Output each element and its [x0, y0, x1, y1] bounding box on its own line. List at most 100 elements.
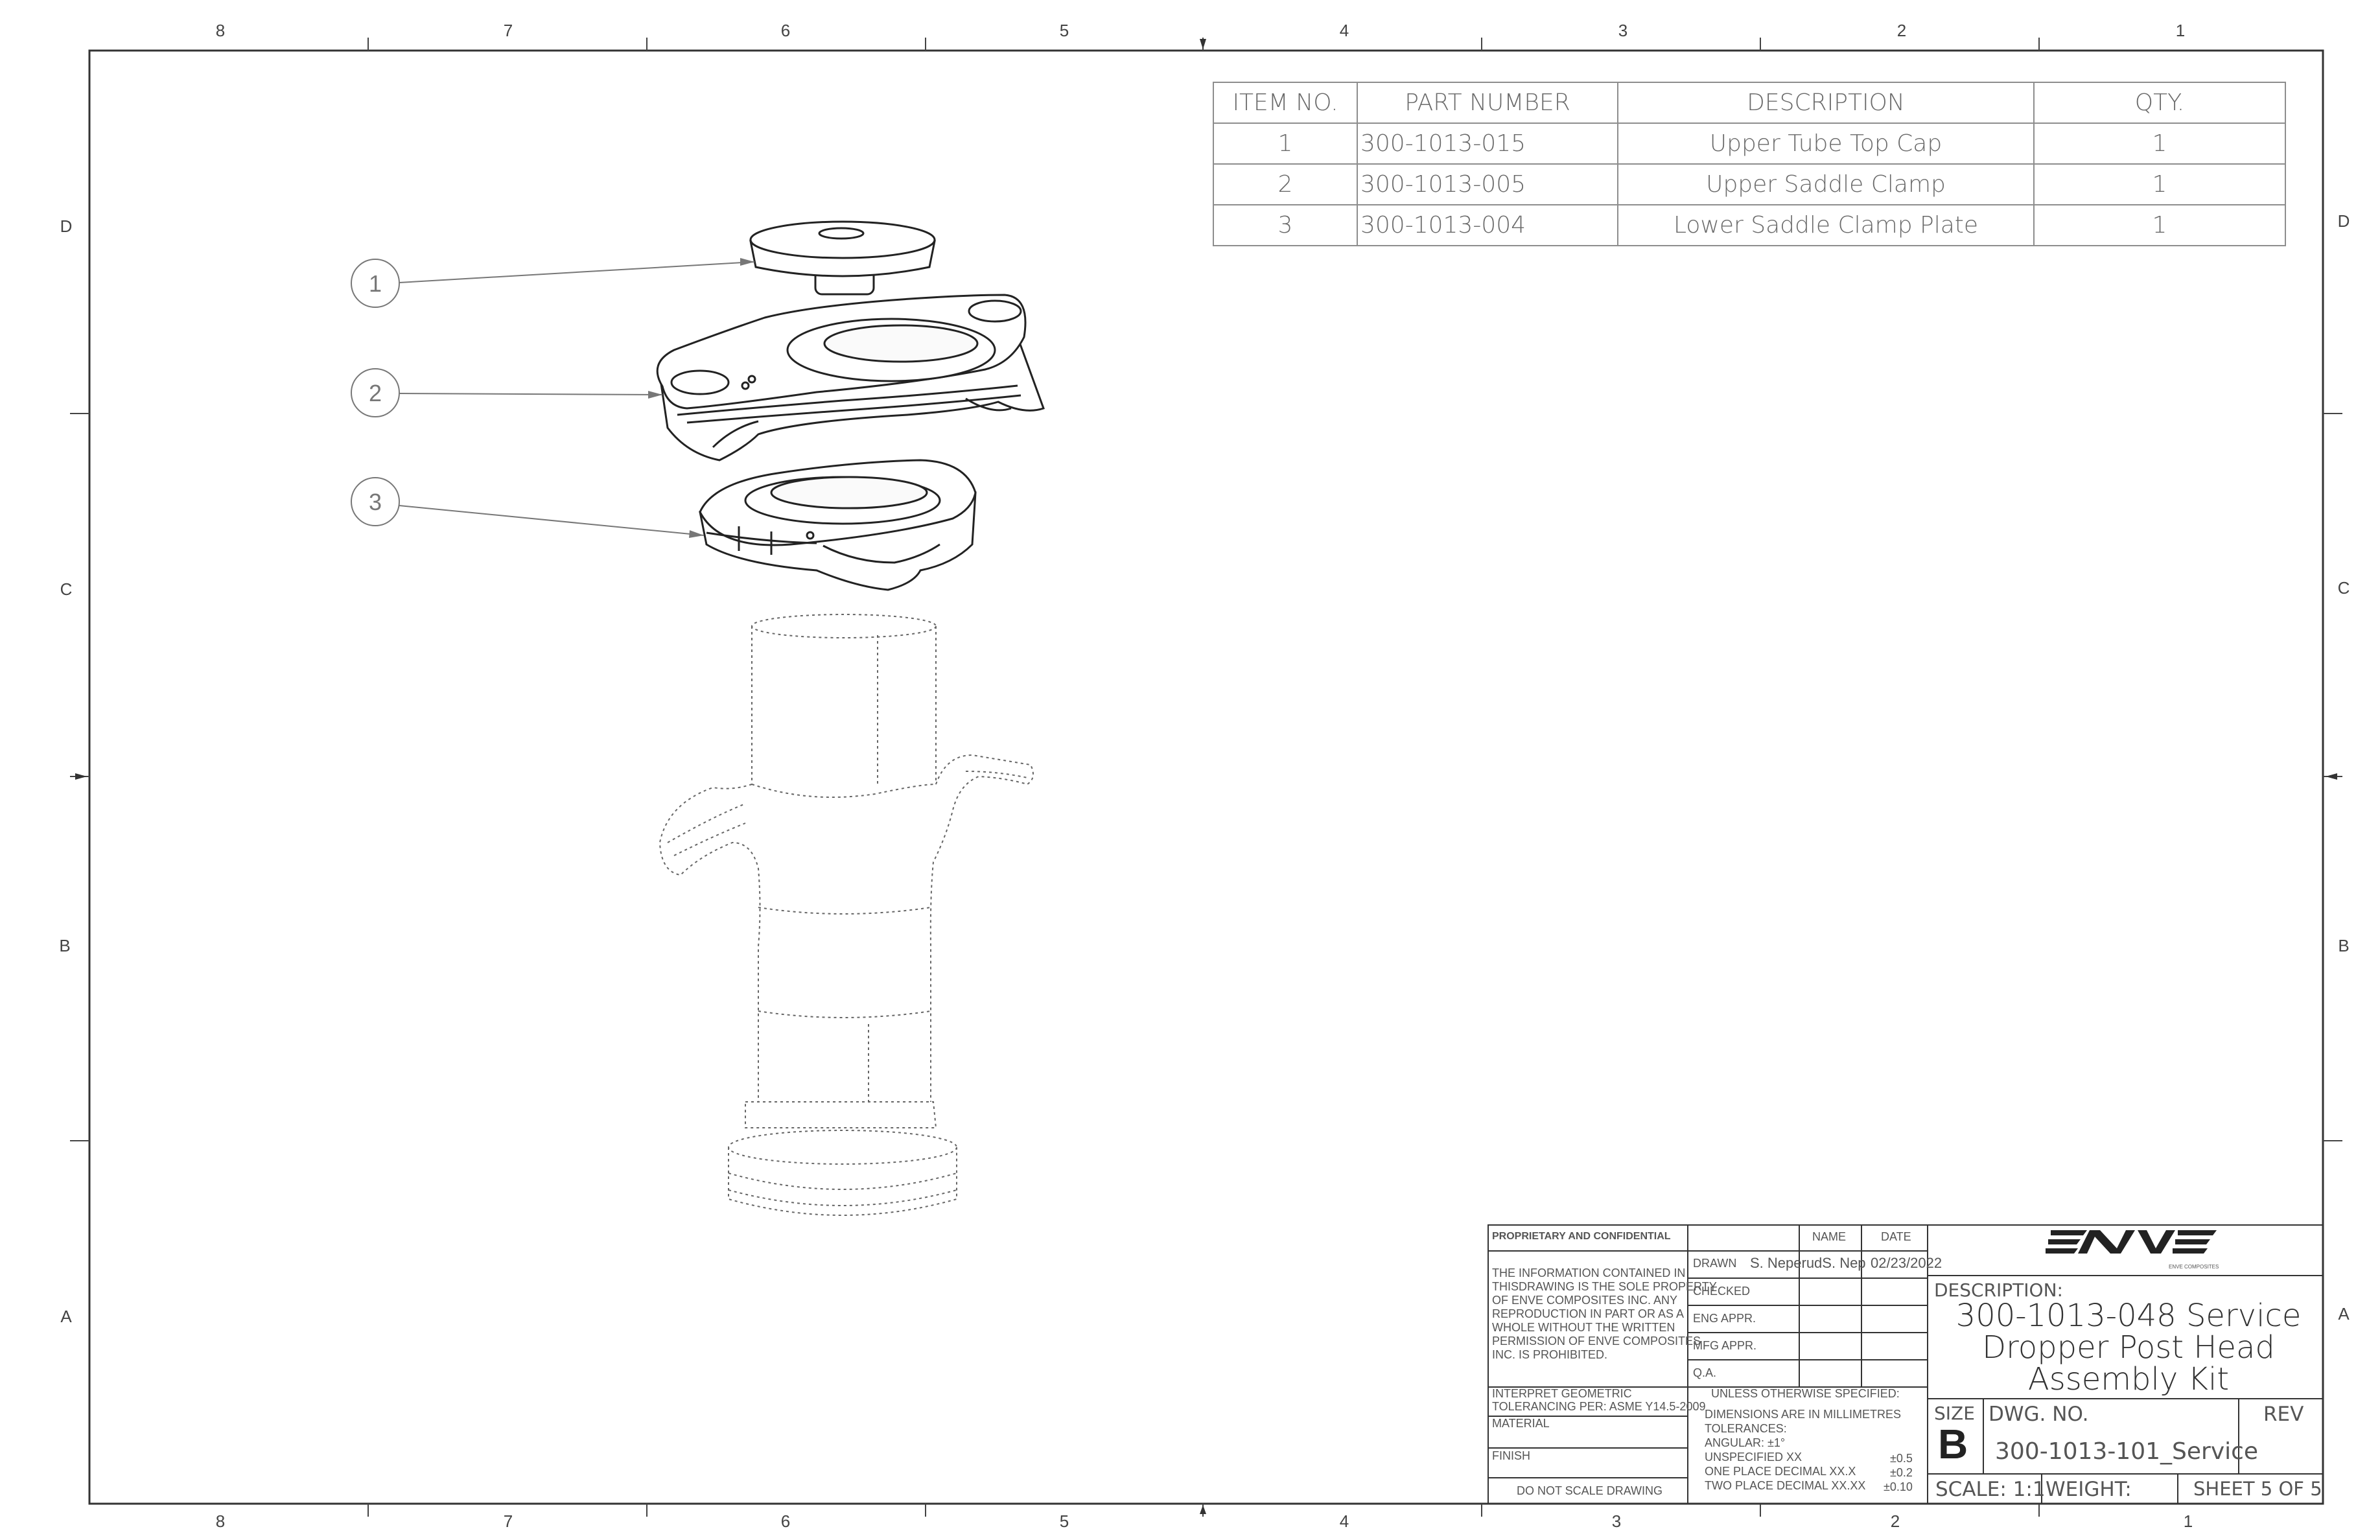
- zone-label-row: B: [59, 936, 70, 955]
- zone-label-col: 5: [1060, 21, 1069, 40]
- balloon-1-label: 1: [369, 270, 382, 297]
- balloon-2: 2: [351, 368, 663, 417]
- description-label: DESCRIPTION:: [1934, 1279, 2063, 1301]
- zone-label-row: C: [2338, 578, 2350, 598]
- zone-label-row: D: [2338, 211, 2350, 231]
- tolerance-line: ONE PLACE DECIMAL XX.X: [1705, 1465, 1856, 1478]
- zone-label-col: 5: [1060, 1511, 1069, 1531]
- zone-label-col: 7: [504, 21, 513, 40]
- proprietary-line: THISDRAWING IS THE SOLE PROPERTY: [1492, 1280, 1717, 1293]
- bom-description: Upper Tube Top Cap: [1617, 122, 2035, 165]
- proprietary-line: PERMISSION OF ENVE COMPOSITES: [1492, 1335, 1701, 1348]
- part-top-cap: [749, 220, 936, 296]
- scale-label: SCALE: 1:1: [1935, 1478, 2046, 1501]
- proprietary-line: OF ENVE COMPOSITES INC. ANY: [1492, 1294, 1678, 1307]
- dwg-no-value: 300-1013-101_Service: [1995, 1438, 2259, 1465]
- bom-qty: 1: [2033, 163, 2286, 205]
- part-lower-clamp-plate: [699, 459, 977, 591]
- zone-label-col: 2: [1891, 1511, 1900, 1531]
- size-value: B: [1938, 1421, 1968, 1467]
- bom-item-no: 3: [1213, 204, 1358, 246]
- bom-part-number: 300-1013-015: [1357, 122, 1618, 165]
- tolerance-value: ±0.5: [1890, 1452, 1913, 1465]
- zone-label-col: 6: [781, 1511, 790, 1531]
- size-label: SIZE: [1934, 1403, 1975, 1424]
- part-upper-saddle-clamp: [656, 294, 1045, 461]
- finish-label: FINISH: [1492, 1449, 1531, 1462]
- proprietary-line: INC. IS PROHIBITED.: [1492, 1348, 1608, 1361]
- tolerance-value: ±0.10: [1884, 1480, 1913, 1493]
- zone-label-row: D: [60, 216, 73, 236]
- tolerance-line: TOLERANCES:: [1705, 1422, 1787, 1435]
- proprietary-line: THE INFORMATION CONTAINED IN: [1492, 1266, 1686, 1279]
- tolerance-line: ANGULAR: ±1°: [1705, 1436, 1786, 1449]
- bom-row: 2 300-1013-005 Upper Saddle Clamp 1: [1213, 163, 2286, 205]
- zone-label-col: 4: [1340, 1511, 1349, 1531]
- date-header: DATE: [1881, 1230, 1911, 1243]
- bom-header-qty: QTY.: [2033, 82, 2286, 124]
- checked-label: CHECKED: [1693, 1285, 1751, 1298]
- zone-labels-bottom: 8 7 6 5 4 3 2 1: [216, 1511, 2193, 1531]
- unless-specified: UNLESS OTHERWISE SPECIFIED:: [1711, 1387, 1900, 1400]
- bom-description: Lower Saddle Clamp Plate: [1617, 204, 2035, 246]
- tolerance-value: ±0.2: [1890, 1466, 1913, 1479]
- bom-part-number: 300-1013-005: [1357, 163, 1618, 205]
- drawn-date: 02/23/2022: [1871, 1255, 1942, 1271]
- bom-part-number: 300-1013-004: [1357, 204, 1618, 246]
- description-line: Dropper Post Head: [1982, 1329, 2275, 1366]
- drawn-name: S. NeperudS. Nep: [1750, 1255, 1866, 1271]
- zone-labels-left: D C B A: [59, 216, 72, 1326]
- zone-label-col: 2: [1897, 21, 1906, 40]
- description-line: 300-1013-048 Service: [1955, 1298, 2302, 1334]
- zone-label-row: B: [2338, 936, 2349, 955]
- proprietary-line: WHOLE WITHOUT THE WRITTEN: [1492, 1321, 1675, 1334]
- zone-label-col: 3: [1618, 21, 1628, 40]
- seatpost-hidden-lines: [659, 614, 1034, 1216]
- rev-label: REV: [2263, 1403, 2304, 1426]
- interpret-line: INTERPRET GEOMETRIC: [1492, 1387, 1632, 1400]
- tolerance-line: TWO PLACE DECIMAL XX.XX: [1705, 1479, 1866, 1492]
- balloon-1: 1: [351, 258, 755, 308]
- bom-header-item: ITEM NO.: [1213, 82, 1358, 124]
- zone-label-row: C: [60, 579, 73, 599]
- enve-logo: [2046, 1230, 2217, 1254]
- bom-qty: 1: [2033, 122, 2286, 165]
- tolerance-line: DIMENSIONS ARE IN MILLIMETRES: [1705, 1408, 1902, 1421]
- name-header: NAME: [1812, 1230, 1847, 1243]
- zone-labels-right: D C B A: [2338, 211, 2350, 1324]
- tolerance-line: UNSPECIFIED XX: [1705, 1451, 1802, 1464]
- bom-item-no: 2: [1213, 163, 1358, 205]
- zone-label-col: 8: [216, 21, 225, 40]
- balloon-3-label: 3: [369, 489, 382, 515]
- zone-label-row: A: [2338, 1304, 2350, 1324]
- sheet-number: SHEET 5 OF 5: [2193, 1478, 2322, 1500]
- bom-header-description: DESCRIPTION: [1617, 82, 2035, 124]
- bom-row: 3 300-1013-004 Lower Saddle Clamp Plate …: [1213, 204, 2286, 246]
- zone-label-col: 1: [2176, 21, 2185, 40]
- proprietary-heading: PROPRIETARY AND CONFIDENTIAL: [1492, 1231, 1671, 1242]
- zone-label-col: 1: [2184, 1511, 2193, 1531]
- zone-label-col: 8: [216, 1511, 225, 1531]
- balloon-3: 3: [351, 477, 705, 538]
- zone-label-col: 4: [1340, 21, 1349, 40]
- proprietary-line: REPRODUCTION IN PART OR AS A: [1492, 1307, 1685, 1320]
- zone-label-col: 3: [1612, 1511, 1621, 1531]
- bom-description: Upper Saddle Clamp: [1617, 163, 2035, 205]
- interpret-line: TOLERANCING PER: ASME Y14.5-2009: [1492, 1400, 1706, 1413]
- drawn-label: DRAWN: [1693, 1257, 1737, 1270]
- zone-label-col: 7: [504, 1511, 513, 1531]
- title-block-frame: [1488, 1224, 2324, 1504]
- qa-label: Q.A.: [1693, 1366, 1717, 1379]
- description-line: Assembly Kit: [2027, 1361, 2230, 1397]
- bom-header-row: ITEM NO. PART NUMBER DESCRIPTION QTY.: [1213, 82, 2286, 124]
- zone-label-col: 6: [781, 21, 790, 40]
- bom-item-no: 1: [1213, 122, 1358, 165]
- mfg-appr-label: MFG APPR.: [1693, 1339, 1757, 1352]
- bom-row: 1 300-1013-015 Upper Tube Top Cap 1: [1213, 122, 2286, 165]
- weight-label: WEIGHT:: [2046, 1478, 2132, 1501]
- logo-subtext: ENVE COMPOSITES: [2169, 1264, 2219, 1270]
- no-scale-note: DO NOT SCALE DRAWING: [1517, 1484, 1663, 1497]
- zone-label-row: A: [60, 1307, 72, 1326]
- material-label: MATERIAL: [1492, 1417, 1550, 1430]
